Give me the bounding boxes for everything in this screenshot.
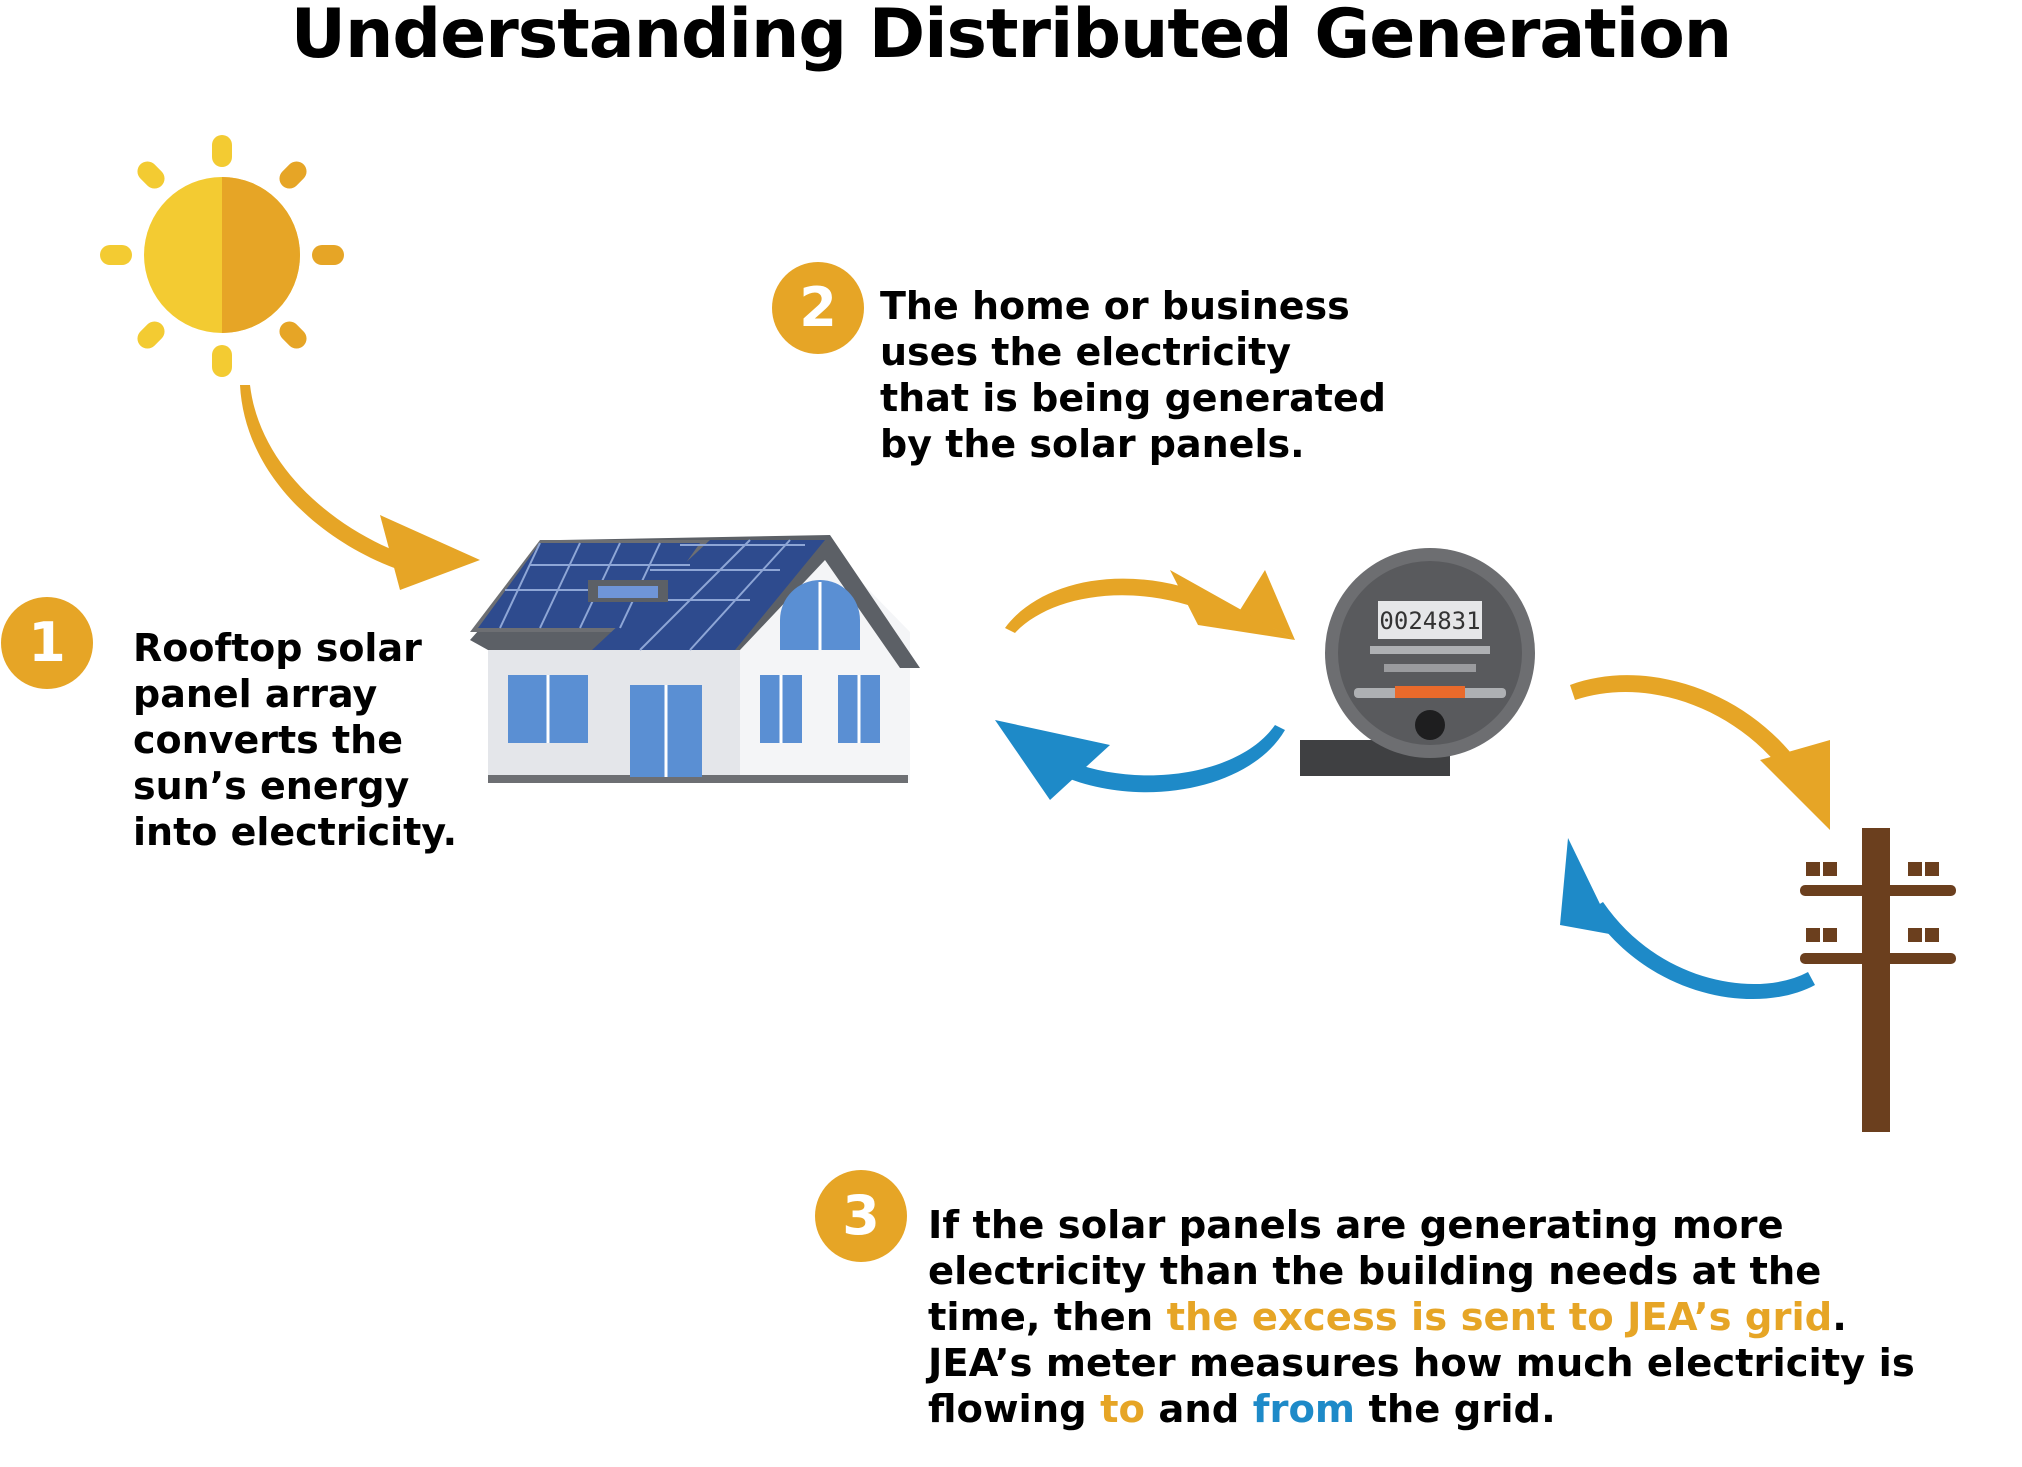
step-1-line: Rooftop solar xyxy=(133,626,422,670)
step-3-highlight-from: from xyxy=(1252,1387,1356,1432)
step-3-highlight-to: to xyxy=(1100,1387,1145,1432)
meter-to-house-arrow xyxy=(995,720,1285,800)
step-3-text-part: . JEA’s meter measures how much electric… xyxy=(928,1295,1915,1432)
step-2-line: uses the electricity xyxy=(880,330,1292,374)
step-2-badge: 2 xyxy=(772,262,864,354)
page-title: Understanding Distributed Generation xyxy=(290,0,1732,74)
step-3-text-part: and xyxy=(1144,1387,1253,1432)
step-1-line: panel array xyxy=(133,672,378,716)
step-3-highlight-excess: the excess is sent to JEA’s grid xyxy=(1166,1295,1833,1340)
step-1-line: sun’s energy xyxy=(133,764,410,808)
utility-pole-icon xyxy=(1800,828,1956,1132)
house-icon xyxy=(470,535,920,783)
step-1-line: converts the xyxy=(133,718,403,762)
grid-to-meter-arrow xyxy=(1560,838,1815,1000)
meter-icon: 0024831 xyxy=(1300,548,1535,776)
step-3-badge: 3 xyxy=(815,1170,907,1262)
sun-to-house-arrow xyxy=(240,385,480,590)
step-1-text: Rooftop solar panel array converts the s… xyxy=(133,625,463,855)
step-2-line: The home or business xyxy=(880,284,1350,328)
step-3-text-part: the grid. xyxy=(1355,1387,1556,1432)
step-1-line: into electricity. xyxy=(133,810,458,854)
step-2-text: The home or business uses the electricit… xyxy=(880,283,1400,467)
meter-to-grid-arrow xyxy=(1570,675,1830,830)
step-3-text-part: If the solar panels are generating more … xyxy=(928,1203,1822,1340)
step-1-badge: 1 xyxy=(1,597,93,689)
house-to-meter-arrow xyxy=(1005,570,1295,640)
sun-icon xyxy=(100,135,344,377)
step-3-text: If the solar panels are generating more … xyxy=(928,1203,1928,1433)
step-2-line: that is being generated xyxy=(880,376,1386,420)
step-2-line: by the solar panels. xyxy=(880,422,1305,466)
meter-reading: 0024831 xyxy=(1379,607,1480,635)
